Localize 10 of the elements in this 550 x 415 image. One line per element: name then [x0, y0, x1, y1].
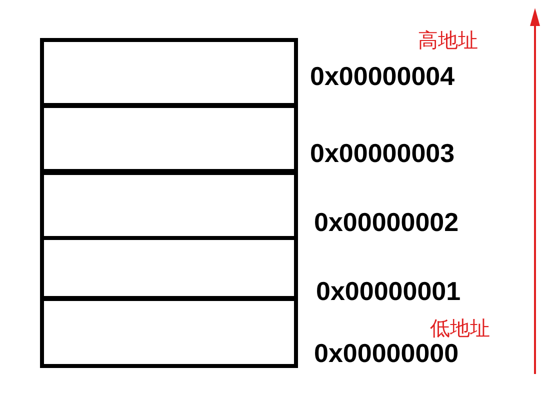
address-label: 0x00000002 — [314, 207, 459, 237]
direction-label: 高地址 — [418, 28, 478, 52]
memory-cell-box — [40, 104, 298, 173]
address-label: 0x00000004 — [310, 61, 455, 91]
memory-cell-box — [40, 297, 298, 368]
memory-cell-box — [40, 38, 298, 107]
address-label: 0x00000003 — [310, 138, 455, 168]
address-label: 0x00000001 — [316, 276, 461, 306]
address-label: 0x00000000 — [314, 338, 459, 368]
direction-label: 低地址 — [430, 316, 490, 340]
